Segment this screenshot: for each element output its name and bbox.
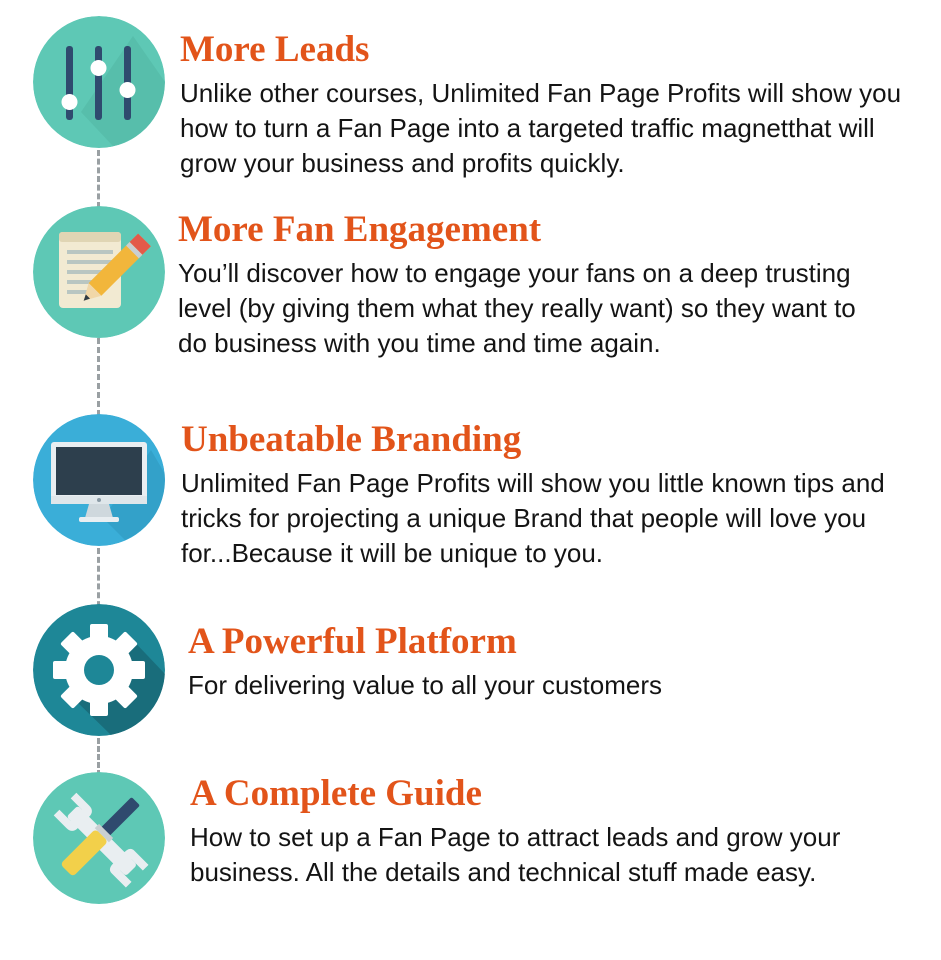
feature-description: Unlimited Fan Page Profits will show you… — [181, 468, 885, 568]
feature-title: A Powerful Platform — [188, 621, 517, 662]
feature-title: More Leads — [180, 29, 370, 70]
gear-icon — [33, 604, 165, 736]
feature-more-leads: More Leads Unlike other courses, Unlimit… — [180, 30, 935, 181]
connector-line — [97, 150, 100, 208]
connector-line — [97, 548, 100, 616]
connector-line — [97, 738, 100, 784]
feature-unbeatable-branding: Unbeatable Branding Unlimited Fan Page P… — [181, 420, 938, 571]
notepad-pencil-icon — [33, 206, 165, 338]
monitor-icon — [33, 414, 165, 546]
connector-line — [97, 338, 100, 416]
feature-description: Unlike other courses, Unlimited Fan Page… — [180, 78, 902, 178]
feature-title: More Fan Engagement — [178, 209, 542, 250]
feature-powerful-platform: A Powerful Platform For delivering value… — [188, 622, 888, 703]
sliders-icon — [33, 16, 165, 148]
tools-icon — [33, 772, 165, 904]
feature-more-fan-engagement: More Fan Engagement You’ll discover how … — [178, 210, 878, 361]
feature-complete-guide: A Complete Guide How to set up a Fan Pag… — [190, 774, 930, 890]
feature-description: How to set up a Fan Page to attract lead… — [190, 822, 841, 887]
feature-description: You’ll discover how to engage your fans … — [178, 258, 856, 358]
feature-title: A Complete Guide — [190, 773, 482, 814]
feature-description: For delivering value to all your custome… — [188, 670, 662, 700]
feature-title: Unbeatable Branding — [181, 419, 522, 460]
